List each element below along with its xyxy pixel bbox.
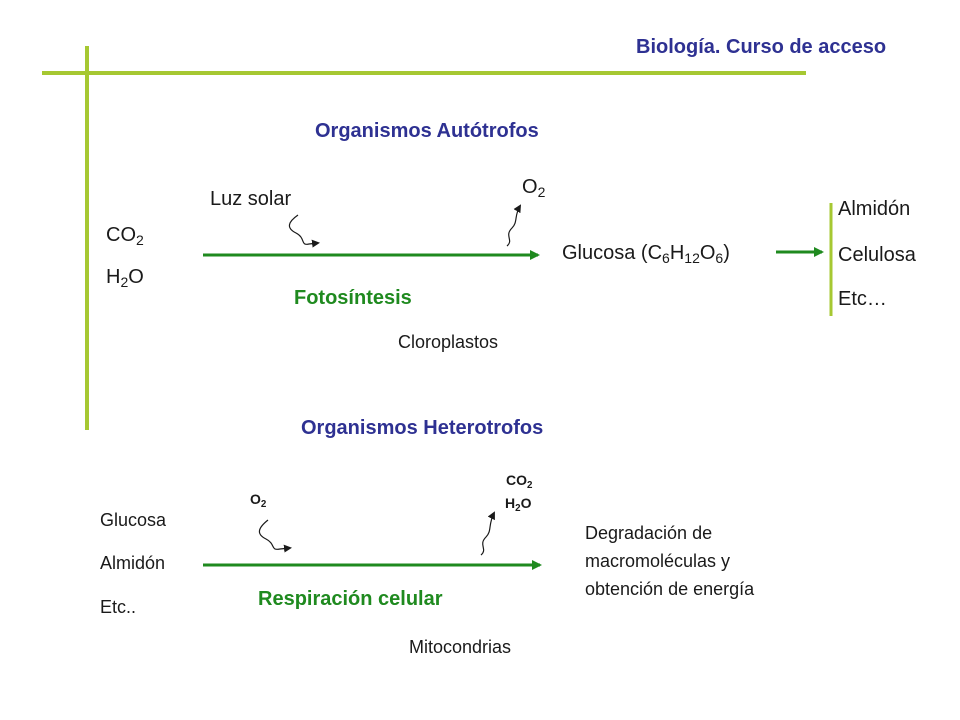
polymer-celulosa: Celulosa	[838, 244, 916, 266]
result-line-1: Degradación de	[585, 523, 713, 543]
co2-input: CO2	[106, 224, 144, 249]
autotrofos-title: Organismos Autótrofos	[315, 120, 539, 142]
cloroplastos-label: Cloroplastos	[398, 332, 499, 352]
glucose-product: Glucosa (C6H12O6)	[562, 242, 730, 267]
input-almidon: Almidón	[100, 553, 166, 573]
co2-out-squiggle-icon	[480, 511, 495, 556]
oxygen-in-squiggle-icon	[258, 519, 292, 553]
polymer-almidon: Almidón	[838, 198, 911, 220]
mitocondrias-label: Mitocondrias	[409, 637, 512, 657]
h2o-output: H2O	[505, 495, 532, 514]
oxygen-output: O2	[522, 176, 546, 201]
oxygen-input: O2	[250, 491, 267, 510]
heterotrofos-title: Organismos Heterotrofos	[301, 417, 544, 439]
result-line-2: macromoléculas y	[585, 551, 731, 571]
polymer-etc: Etc…	[838, 288, 887, 310]
sunlight-squiggle-icon	[288, 214, 320, 248]
oxygen-out-squiggle-icon	[506, 204, 522, 247]
respiration-label: Respiración celular	[258, 588, 443, 610]
photosynthesis-label: Fotosíntesis	[294, 287, 412, 309]
h2o-input: H2O	[106, 266, 144, 291]
page-title: Biología. Curso de acceso	[636, 36, 887, 58]
co2-output: CO2	[506, 472, 533, 491]
input-glucosa: Glucosa	[100, 510, 167, 530]
result-line-3: obtención de energía	[585, 579, 755, 599]
sunlight-label: Luz solar	[210, 188, 292, 210]
input-etc: Etc..	[100, 597, 137, 617]
